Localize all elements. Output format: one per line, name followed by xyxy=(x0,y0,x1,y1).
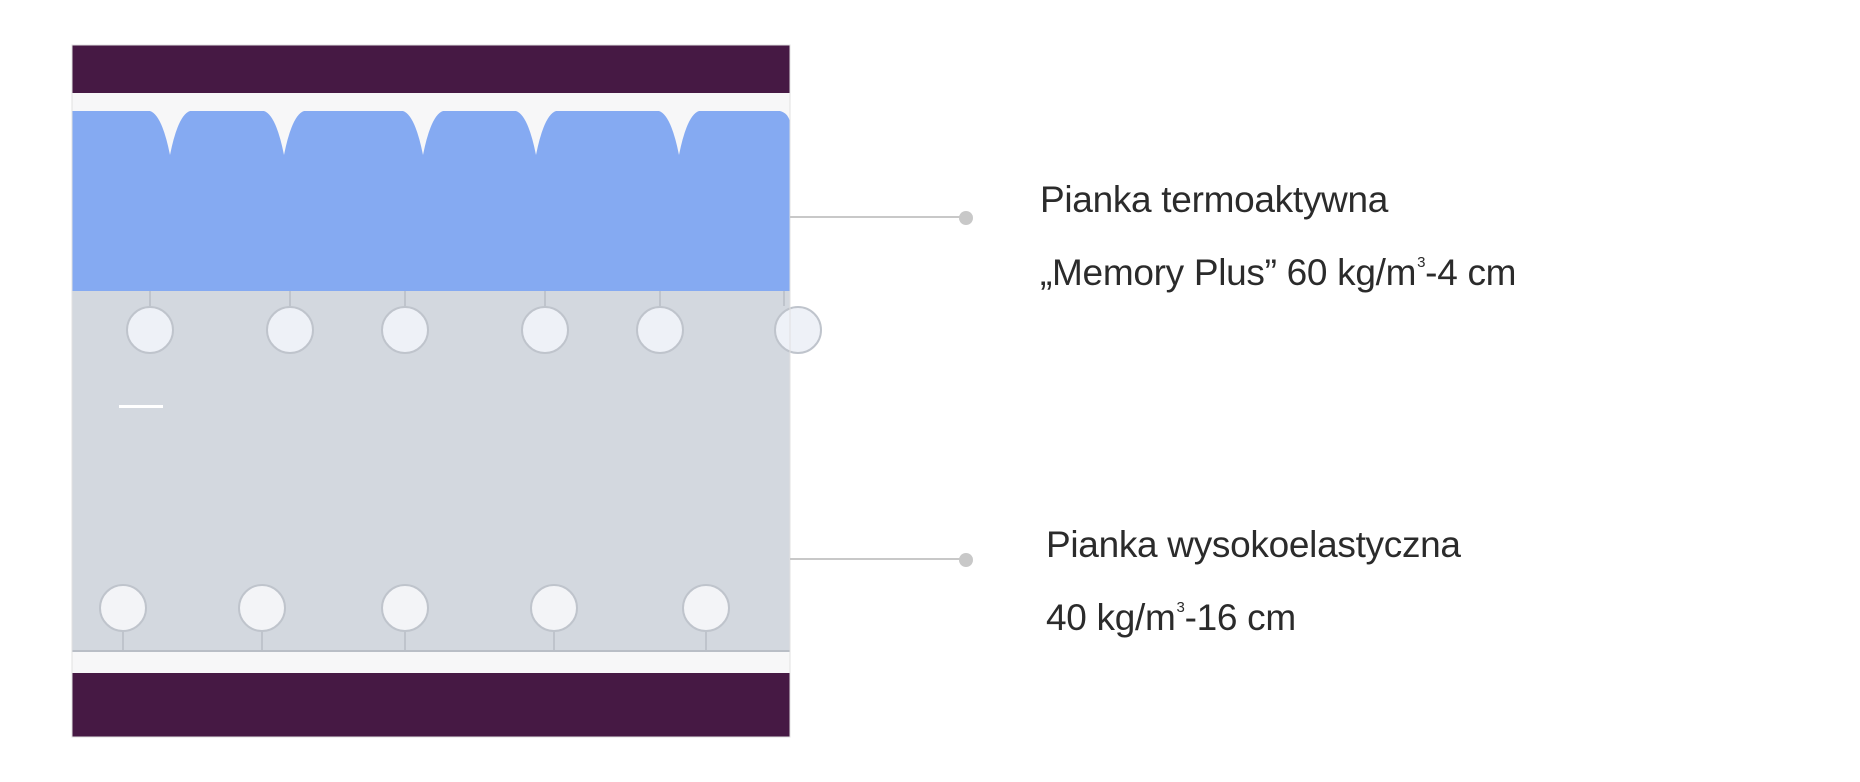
spec-thickness: -4 cm xyxy=(1425,252,1517,293)
bubble xyxy=(238,584,286,650)
bubble xyxy=(99,584,147,650)
layer-name: Pianka wysokoelastyczna xyxy=(1046,524,1461,565)
bubble xyxy=(521,291,569,354)
layer-spec: „Memory Plus” 60 kg/m3-4 cm xyxy=(1040,231,1516,304)
spec-text: 40 kg/m xyxy=(1046,597,1176,638)
top-bubble-row xyxy=(126,291,822,354)
hr-foam-layer xyxy=(72,291,790,651)
bubble xyxy=(126,291,174,354)
bubble xyxy=(682,584,730,650)
bubble xyxy=(381,291,429,354)
memory-foam-layer xyxy=(72,111,790,291)
bottom-cover-layer xyxy=(72,673,790,737)
spec-superscript: 3 xyxy=(1417,254,1426,271)
bubble xyxy=(266,291,314,354)
leader-dot xyxy=(959,211,973,225)
leader-dot xyxy=(959,553,973,567)
spec-thickness: -16 cm xyxy=(1184,597,1297,638)
leader-line-bottom xyxy=(790,553,973,567)
white-dash xyxy=(119,405,163,408)
memory-foam-label: Pianka termoaktywna „Memory Plus” 60 kg/… xyxy=(1040,168,1516,304)
spec-superscript: 3 xyxy=(1176,599,1185,616)
bubble xyxy=(636,291,684,354)
bottom-bubble-row xyxy=(99,584,730,650)
hr-foam-label: Pianka wysokoelastyczna 40 kg/m3-16 cm xyxy=(1046,513,1461,649)
bubble xyxy=(381,584,429,650)
top-cover-layer xyxy=(72,45,790,93)
bubble xyxy=(774,291,822,354)
spec-text: „Memory Plus” 60 kg/m xyxy=(1040,252,1417,293)
bubble xyxy=(530,584,578,650)
layer-spec: 40 kg/m3-16 cm xyxy=(1046,576,1461,649)
layer-name: Pianka termoaktywna xyxy=(1040,179,1389,220)
leader-line-top xyxy=(790,211,973,225)
